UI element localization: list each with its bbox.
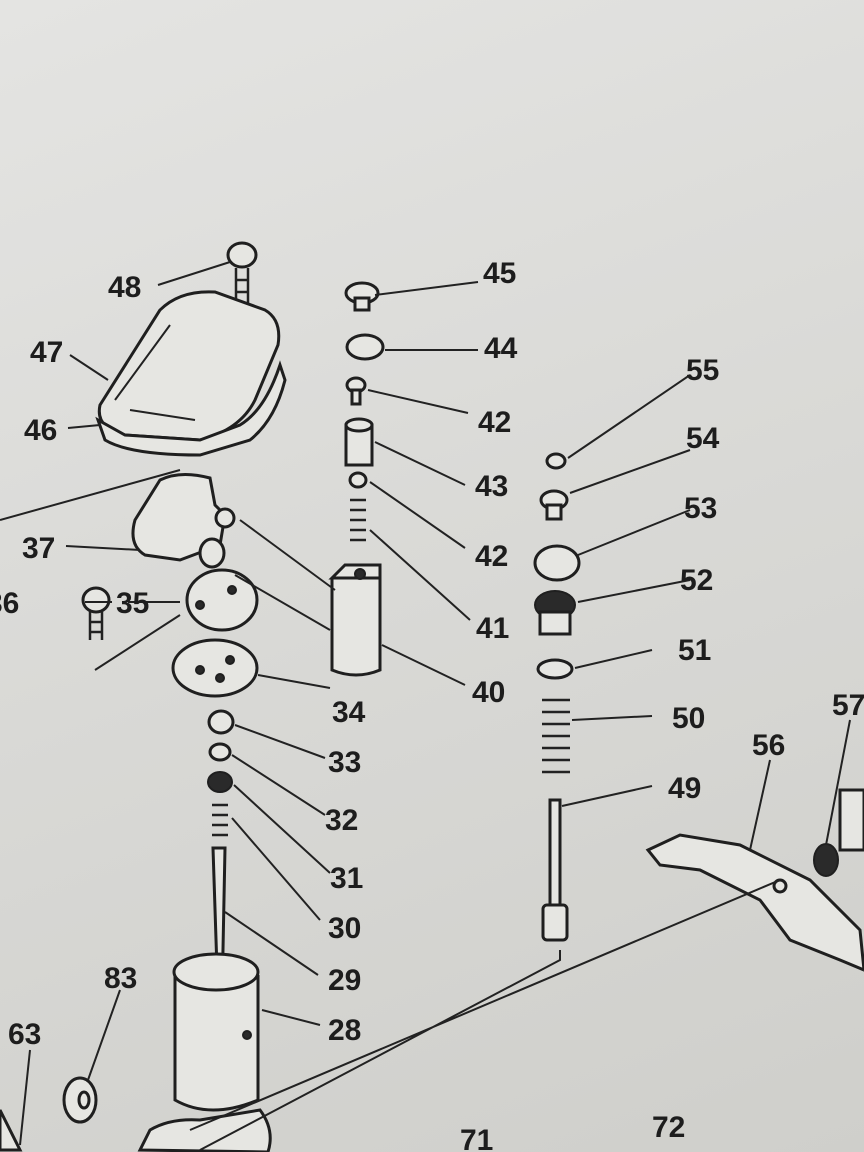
part-35-plate <box>185 537 259 632</box>
label-42-upper: 42 <box>478 406 511 439</box>
label-53: 53 <box>684 492 717 525</box>
axis-lines <box>189 879 781 1151</box>
label-30: 30 <box>328 912 361 945</box>
label-28: 28 <box>328 1014 361 1047</box>
part-34-disc <box>171 638 259 698</box>
part-57 <box>813 843 839 877</box>
label-54: 54 <box>686 422 720 455</box>
part-42-screw-upper <box>345 376 367 406</box>
leader-lines <box>19 261 851 1146</box>
label-41: 41 <box>476 612 509 645</box>
label-63: 63 <box>8 1018 41 1051</box>
part-42-screw-lower <box>348 471 368 489</box>
label-56: 56 <box>752 729 785 762</box>
label-42-lower: 42 <box>475 540 508 573</box>
part-56-lever <box>645 833 864 972</box>
part-43-sleeve <box>344 417 374 467</box>
label-31: 31 <box>330 862 363 895</box>
part-33 <box>207 709 235 735</box>
part-46-gasket <box>95 360 287 457</box>
part-49-rod <box>541 798 569 942</box>
part-44-washer <box>345 333 385 361</box>
part-63 <box>0 1109 23 1152</box>
label-34: 34 <box>332 696 366 729</box>
part-53 <box>533 544 581 582</box>
part-40-block <box>328 563 382 677</box>
label-52: 52 <box>680 564 713 597</box>
part-55 <box>545 452 567 470</box>
label-55: 55 <box>686 354 719 387</box>
part-51-oring <box>536 658 574 680</box>
label-71: 71 <box>460 1124 493 1152</box>
label-33: 33 <box>328 746 361 779</box>
part-28-cylinder <box>172 952 260 1112</box>
part-32 <box>208 742 232 762</box>
label-47: 47 <box>30 336 63 369</box>
part-37-bracket <box>131 473 236 562</box>
label-35: 35 <box>116 587 149 620</box>
part-30-spring <box>212 803 228 837</box>
label-37: 37 <box>22 532 55 565</box>
label-49: 49 <box>668 772 701 805</box>
part-54 <box>539 489 569 521</box>
label-48: 48 <box>108 271 141 304</box>
label-46: 46 <box>24 414 57 447</box>
part-83-washer <box>62 1076 98 1124</box>
label-36: 36 <box>0 587 19 620</box>
label-50: 50 <box>672 702 705 735</box>
part-41-spring <box>350 498 366 542</box>
part-31 <box>207 771 233 793</box>
part-base-bracket <box>137 1108 272 1152</box>
label-45: 45 <box>483 257 516 290</box>
label-51: 51 <box>678 634 711 667</box>
part-50-spring <box>542 698 570 774</box>
label-44: 44 <box>484 332 518 365</box>
label-32: 32 <box>325 804 358 837</box>
label-72: 72 <box>652 1111 685 1144</box>
label-29: 29 <box>328 964 361 997</box>
part-52-nut <box>534 590 576 636</box>
label-43: 43 <box>475 470 508 503</box>
label-57: 57 <box>832 689 864 722</box>
label-83: 83 <box>104 962 137 995</box>
part-45-cap <box>344 281 380 312</box>
label-40: 40 <box>472 676 505 709</box>
part-36-screw <box>81 586 111 640</box>
